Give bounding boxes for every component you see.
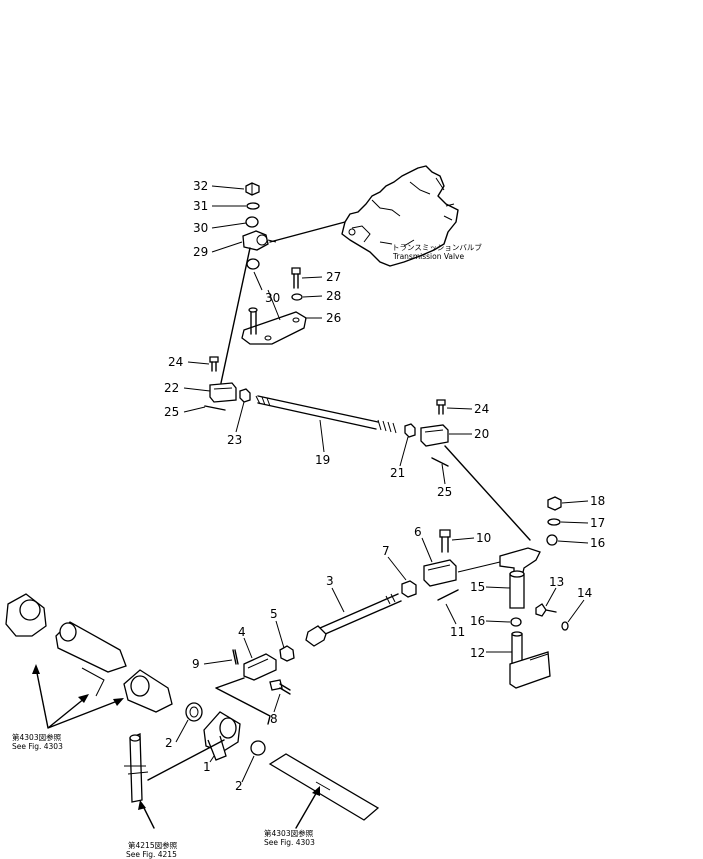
- nut-21: [404, 423, 416, 438]
- bracket-26: [241, 307, 307, 345]
- label-21: 21: [390, 466, 405, 480]
- shaft-4215: [124, 733, 225, 803]
- label-32: 32: [193, 179, 208, 193]
- link-to-lever: [444, 445, 531, 541]
- label-19: 19: [315, 453, 330, 467]
- label-30-top: 30: [193, 221, 208, 235]
- label-24-right: 24: [474, 402, 489, 416]
- label-7: 7: [382, 544, 390, 558]
- bolt-8: [269, 679, 291, 695]
- pin-25-right: [431, 457, 449, 467]
- label-6: 6: [414, 525, 422, 539]
- bushing-16-lower: [510, 617, 522, 627]
- label-16-top: 16: [590, 536, 605, 550]
- label-1: 1: [203, 760, 211, 774]
- bushing-16-top: [546, 534, 558, 546]
- label-11: 11: [450, 625, 465, 639]
- lever-15: [499, 547, 541, 609]
- bushing-30-lower: [246, 258, 260, 270]
- bolt-13: [535, 603, 557, 617]
- ref-4215-en: See Fig. 4215: [126, 850, 177, 859]
- bushing-2-lower: [250, 740, 266, 756]
- nut-18: [547, 496, 562, 511]
- label-10: 10: [476, 531, 491, 545]
- label-12: 12: [470, 646, 485, 660]
- label-26: 26: [326, 311, 341, 325]
- label-5: 5: [270, 607, 278, 621]
- bolt-24-right: [436, 399, 446, 415]
- ref-arrow-4303-bottom: [295, 786, 320, 829]
- label-24-left: 24: [168, 355, 183, 369]
- label-8: 8: [270, 712, 278, 726]
- transmission-valve-ref: トランスミッションバルブ Transmission Valve: [392, 242, 482, 261]
- label-22: 22: [164, 381, 179, 395]
- label-25-left: 25: [164, 405, 179, 419]
- nut-7: [401, 580, 417, 598]
- label-14: 14: [577, 586, 592, 600]
- clevis-4: [215, 653, 277, 725]
- label-20: 20: [474, 427, 489, 441]
- shaft-assembly-left: [5, 593, 173, 713]
- ref-4215-jp: 第4215図参照: [128, 840, 178, 850]
- pin-9: [232, 649, 239, 665]
- transmission-valve-label-jp: トランスミッションバルブ: [392, 242, 482, 252]
- link-to-valve: [220, 221, 346, 384]
- label-29: 29: [193, 245, 208, 259]
- ref-4303-bottom-jp: 第4303図参照: [264, 828, 314, 838]
- label-16-lower: 16: [470, 614, 485, 628]
- bushing-30-top: [245, 216, 259, 228]
- ref-arrows-4303-left: [32, 664, 124, 729]
- washer-31: [246, 202, 260, 210]
- rod-end-29: [242, 230, 277, 251]
- washer-17: [547, 518, 561, 526]
- transmission-valve-label-en: Transmission Valve: [392, 252, 465, 261]
- rod-3: [305, 593, 402, 647]
- arm-1: [203, 711, 241, 761]
- bracket-12: [509, 631, 551, 689]
- shaft-lower: [268, 753, 380, 821]
- label-27: 27: [326, 270, 341, 284]
- label-17: 17: [590, 516, 605, 530]
- ref-arrow-4215: [138, 800, 155, 829]
- cotter-14: [561, 621, 569, 631]
- label-4: 4: [238, 625, 246, 639]
- bolt-10: [439, 529, 451, 553]
- label-15: 15: [470, 580, 485, 594]
- washer-28: [291, 293, 303, 301]
- nut-23: [239, 388, 251, 403]
- clevis-20: [420, 424, 449, 447]
- label-30-lower: 30: [265, 291, 280, 305]
- clevis-6: [423, 559, 501, 587]
- bolt-24-left: [209, 356, 219, 372]
- clevis-22: [209, 382, 237, 403]
- label-18: 18: [590, 494, 605, 508]
- label-2-lower: 2: [235, 779, 243, 793]
- rod-19: [255, 395, 397, 434]
- pin-25-left: [204, 405, 226, 411]
- bushing-2-upper: [185, 702, 203, 722]
- label-2-upper: 2: [165, 736, 173, 750]
- bolt-27: [291, 267, 301, 289]
- ref-4303-left-en: See Fig. 4303: [12, 742, 63, 751]
- label-23: 23: [227, 433, 242, 447]
- nut-5: [279, 645, 295, 662]
- ref-4303-bottom-en: See Fig. 4303: [264, 838, 315, 847]
- leader-lines: [175, 185, 589, 783]
- label-31: 31: [193, 199, 208, 213]
- label-28: 28: [326, 289, 341, 303]
- pin-11: [437, 589, 459, 601]
- label-13: 13: [549, 575, 564, 589]
- part-numbers: 32 31 30 29 30 27 28 26 24 22 25 23 19 2…: [164, 179, 605, 793]
- transmission-valve: [341, 165, 459, 267]
- label-3: 3: [326, 574, 334, 588]
- label-9: 9: [192, 657, 200, 671]
- ref-4303-left-jp: 第4303図参照: [12, 732, 62, 742]
- label-25-right: 25: [437, 485, 452, 499]
- nut-32: [245, 182, 260, 196]
